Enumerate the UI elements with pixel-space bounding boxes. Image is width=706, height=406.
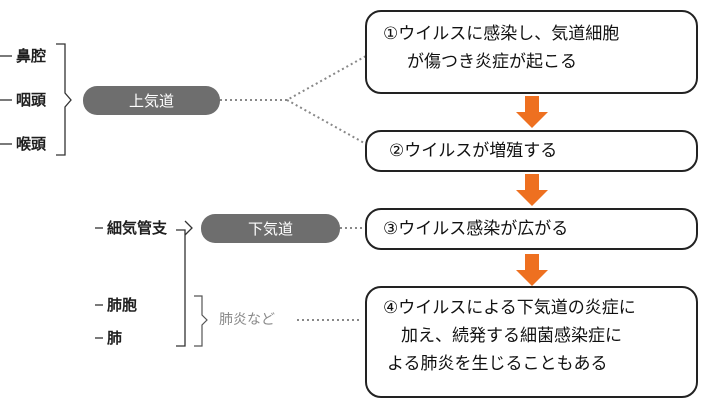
pneumonia-label: 肺炎など: [219, 312, 275, 328]
alveoli-bracket: [194, 295, 208, 347]
step-1-box: ①ウイルスに感染し、気道細胞 が傷つき炎症が起こる: [365, 10, 698, 94]
down-arrow-icon: [516, 96, 548, 128]
step-4-line-2: 加え、続発する細菌感染症に: [401, 326, 622, 346]
step-1-line-1: ①ウイルスに感染し、気道細胞: [383, 24, 620, 44]
part-bronchiole: 細気管支: [107, 219, 168, 237]
part-nasal-cavity: 鼻腔: [16, 47, 47, 65]
step-2-box: ②ウイルスが増殖する: [365, 130, 698, 172]
part-lung: 肺: [107, 329, 123, 347]
step-4-line-3: よる肺炎を生じることもある: [387, 354, 608, 374]
leader-dashes: [0, 55, 103, 339]
upper-airway-pill: 上気道: [83, 86, 220, 115]
step-3-box: ③ウイルス感染が広がる: [365, 208, 698, 250]
part-alveoli: 肺胞: [107, 296, 138, 314]
step-3-line-1: ③ウイルス感染が広がる: [383, 219, 569, 239]
step-1-line-2: が傷つき炎症が起こる: [407, 52, 577, 72]
part-larynx: 喉頭: [16, 135, 47, 153]
down-arrow-icon: [516, 254, 548, 286]
lower-bracket-tip: [184, 220, 193, 236]
upper-bracket: [56, 43, 72, 156]
dotted-connector-step1: [220, 55, 367, 101]
lower-bracket: [176, 229, 186, 347]
step-4-box: ④ウイルスによる下気道の炎症に 加え、続発する細菌感染症に よる肺炎を生じること…: [365, 286, 698, 398]
dotted-connector-step2: [286, 99, 367, 145]
down-arrow-icon: [516, 174, 548, 206]
step-4-line-1: ④ウイルスによる下気道の炎症に: [383, 298, 636, 318]
lower-airway-pill: 下気道: [201, 214, 340, 243]
part-pharynx: 咽頭: [16, 91, 47, 109]
arrows: [516, 96, 548, 286]
step-2-line-1: ②ウイルスが増殖する: [389, 141, 558, 161]
